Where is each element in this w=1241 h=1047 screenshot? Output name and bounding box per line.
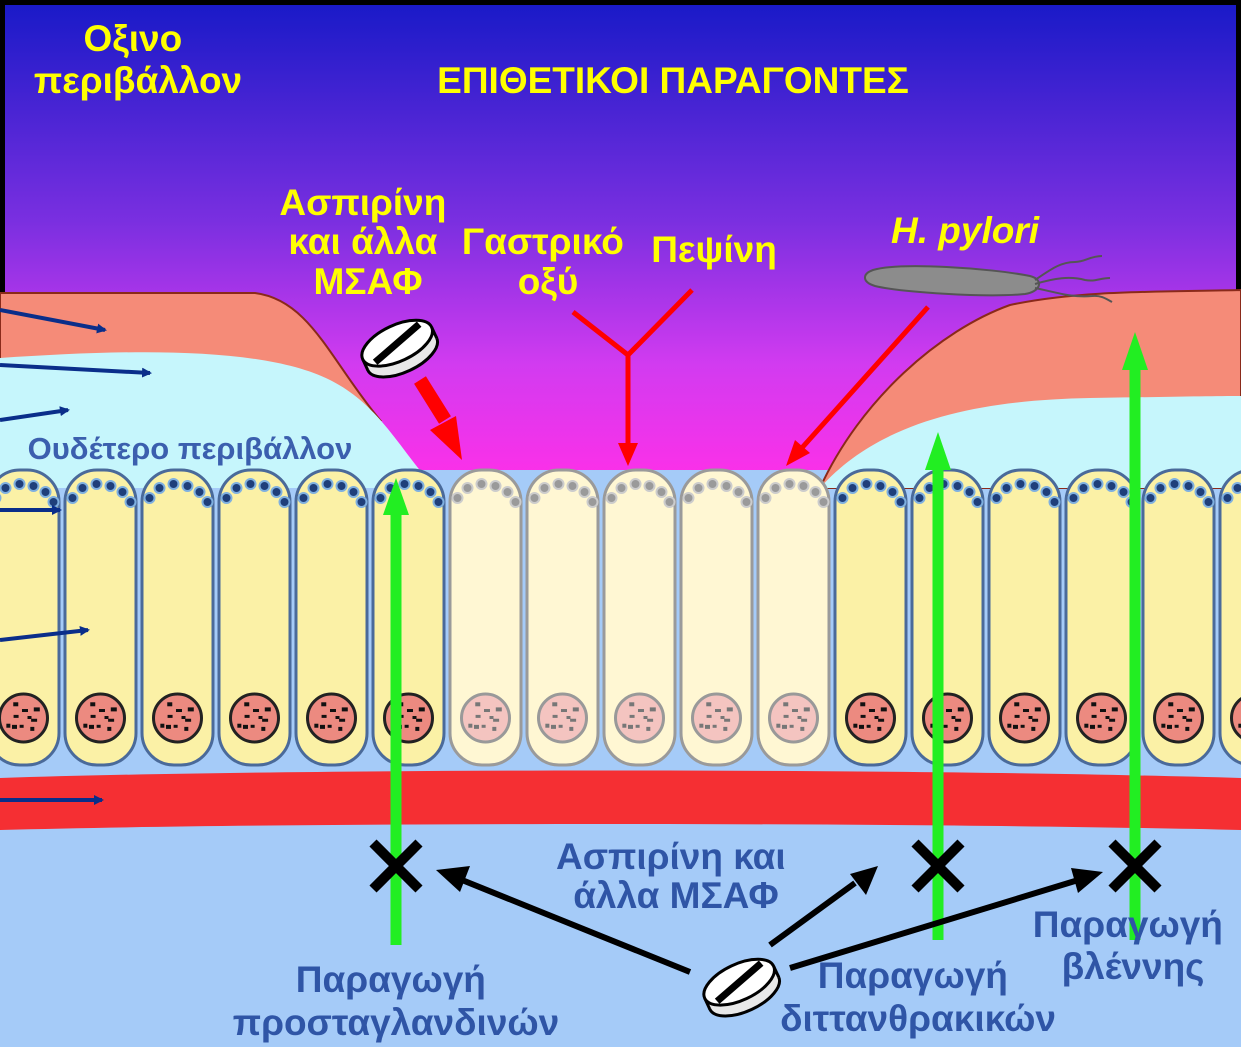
epithelial-cell	[912, 470, 983, 765]
damaged-epithelial-cell	[681, 470, 752, 765]
h-pylori-label: H. pylori	[891, 210, 1040, 251]
epithelial-cell	[0, 470, 59, 765]
damaged-epithelial-cell	[758, 470, 829, 765]
blood-vessel	[0, 771, 1241, 831]
epithelial-cell	[1066, 470, 1137, 765]
epithelial-cell	[1143, 470, 1214, 765]
epithelial-cell	[142, 470, 213, 765]
epithelial-cell	[989, 470, 1060, 765]
neutral-environment-label: Ουδέτερο περιβάλλον	[28, 431, 353, 466]
epithelial-cells	[0, 470, 1241, 765]
epithelial-cell	[65, 470, 136, 765]
mucus-production-label: Παραγωγή βλέννης	[1033, 904, 1233, 987]
damaged-epithelial-cell	[604, 470, 675, 765]
epithelial-cell	[219, 470, 290, 765]
damaged-epithelial-cell	[527, 470, 598, 765]
epithelial-cell	[296, 470, 367, 765]
aspirin-bottom-label: Ασπιρίνη και άλλα ΜΣΑΦ	[556, 836, 796, 916]
damaged-epithelial-cell	[450, 470, 521, 765]
pepsin-label: Πεψίνη	[651, 229, 777, 270]
page-title: ΕΠΙΘΕΤΙΚΟΙ ΠΑΡΑΓΟΝΤΕΣ	[437, 60, 909, 101]
epithelial-cell	[835, 470, 906, 765]
epithelial-cell	[1220, 470, 1241, 765]
